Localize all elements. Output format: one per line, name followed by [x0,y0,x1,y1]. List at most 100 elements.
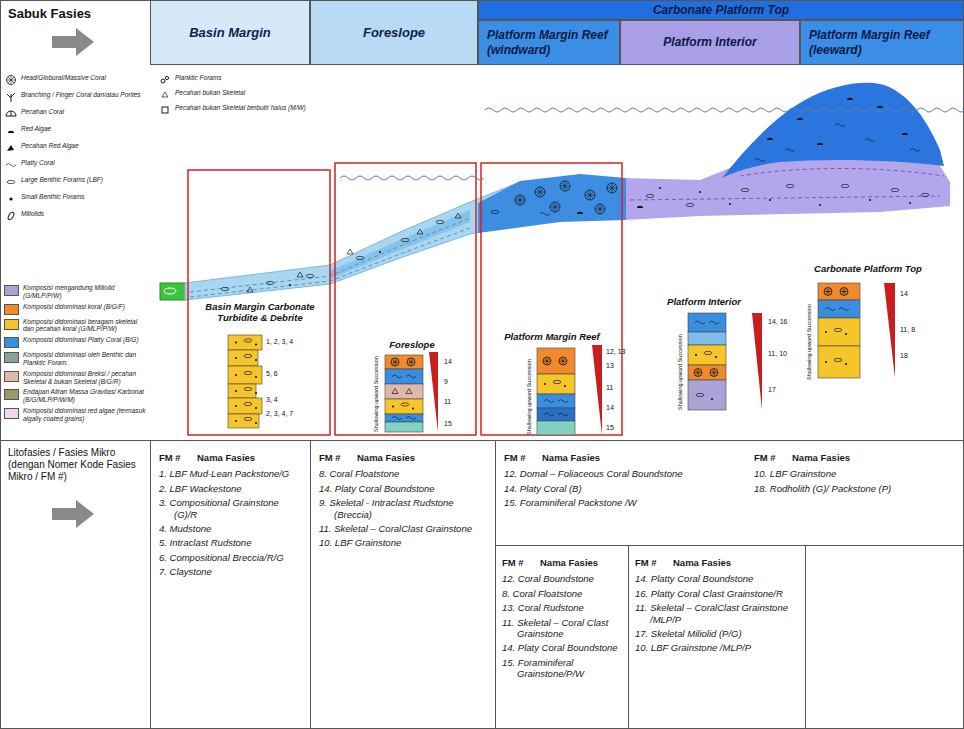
legend-swatch [4,371,19,382]
facies-number: 18 [900,352,940,360]
legend-text: Komposisi didominasi red algae (termasuk… [23,407,146,423]
mound-body [722,83,944,178]
succession-label: Shallowing upward Succession [677,334,683,410]
facies-item: 11. Skeletal – CoralClast Grainstone /ML… [635,602,799,625]
legend-item: Head/Globural/Massive Coral [4,74,146,86]
facies-item: 17. Skeletal Miliolid (P/G) [635,628,799,639]
bedding-line [740,169,944,177]
legend-text: Miliolids [21,210,145,218]
legend-text: Pecahan Coral [21,108,145,116]
facies-item: 15. Foraminiferal Packstone /W [504,497,736,508]
slope-body [185,182,520,300]
legend-text: Pecahan bukan Skeletal [175,89,325,97]
zone-name: Sabuk Fasies [8,6,142,22]
facies-table-cell: FM #Nama Fasies 14. Platty Coral Boundsto… [629,546,805,729]
legend-item: Branching / Finger Coral dan/atau Porite… [4,91,146,103]
legend-item: Pecahan Coral [4,108,146,120]
facies-table-cell: FM #Nama Fasies 12. Coral Boundstone 8. Co… [496,546,628,729]
facies-number: 14 [606,404,636,412]
column-header: Nama Fasies [792,452,850,463]
legend-text: Small Benthic Forams [21,193,145,201]
facies-item: 10. LBF Grainstone [319,537,487,548]
zone-title: Foreslope [370,340,454,351]
column-header: Nama Fasies [197,452,255,463]
zone-band: Carbonate Platform Top [478,0,964,20]
facies-item: 16. Platty Coral Clast Grainstone/R [635,588,799,599]
facies-number: 11, 8 [900,326,940,334]
legend-item: Komposisi didominasi Breksi / pecahan Sk… [4,370,146,386]
bedding-line [630,196,940,200]
legend-text: Komposisi didominasi koral (B/G/F) [23,303,146,311]
legend-swatch [4,352,19,363]
legend-symbol [158,104,172,116]
legend-item: Komposisi didominasi Platty Coral (B/G) [4,336,146,348]
facies-item: 2. LBF Wackestone [159,483,302,494]
basin-block [164,288,176,294]
succession-label: Shallowing upward Succession [526,359,532,435]
succession-label: Shallowing upward Succession [373,356,379,432]
facies-number: 14 [900,290,940,298]
legend-item: Red Algae [4,125,146,137]
legend-item: Small Benthic Forams [4,193,146,205]
zone-header: Platform Interior [620,20,800,65]
slope-band [330,210,470,279]
header-cell: Sabuk Fasies [0,0,150,65]
facies-number: 11, 10 [768,350,804,358]
facies-number: 15 [444,420,464,428]
facies-item: 1. LBF Mud-Lean Packstone/G [159,468,302,479]
facies-table-cell: FM #Nama Fasies10. LBF Grainstone18. Rod… [746,441,964,545]
zone-header: Basin Margin [150,0,310,65]
column-header: Nama Fasies [673,557,731,568]
facies-item: 18. Rodholith (G)/ Packstone (P) [754,483,956,494]
legend-symbol [158,74,172,86]
column-header: FM # [635,557,673,568]
facies-number: 9 [444,378,464,386]
facies-item: 10. LBF Grainstone /MLP/P [635,642,799,653]
legend-swatch [4,408,19,419]
legend-text: Head/Globural/Massive Coral [21,74,145,82]
legend-item: Pecahan bukan Skeletal berbutir halus (M… [158,104,326,116]
column-header: Nama Fasies [542,452,600,463]
legend-text: Branching / Finger Coral dan/atau Porite… [21,91,145,99]
legend-text: Red Algae [21,125,145,133]
zone-name: Basin Margin [157,25,303,41]
facies-item: 12. Coral Boundstone [502,573,622,584]
zone-header: Foreslope [310,0,478,65]
zone-name: Carbonate Platform Top [485,3,957,17]
legend-text: Komposisi didominasi Platty Coral (B/G) [23,336,146,344]
facies-number: 1, 2, 3, 4 [266,338,296,346]
legend-symbol [4,142,18,154]
legend-item: Pecahan Red Algae [4,142,146,154]
legend-symbol [4,125,18,137]
legend-swatch [4,285,19,296]
facies-item: 7. Claystone [159,566,302,577]
facies-item: 14. Platy Coral (B) [504,483,736,494]
column-header: FM # [502,557,540,568]
legend-symbol [4,210,18,222]
column-header: FM # [319,452,357,463]
legend-symbol [4,108,18,120]
facies-number: 12, 13 [606,348,636,356]
facies-number: 14 [444,358,464,366]
facies-table-cell: FM #Nama Fasies12. Domal – Foliaceous Co… [496,441,744,545]
facies-item: 14. Platty Coral Boundstone [635,573,799,584]
zone-title: Carbonate Platform Top [786,264,950,275]
facies-number: 13 [606,362,636,370]
facies-number: 5, 6 [266,370,296,378]
sea-surface [485,108,964,112]
table-grid [0,440,964,729]
facies-number: 3, 4 [266,396,296,404]
legend-item: Komposisi mengandung Miliolid (G/MLP/P/W… [4,284,146,300]
facies-item: 8. Coral Floatstone [502,588,622,599]
column-header: Nama Fasies [540,557,598,568]
facies-item: 14. Platy Coral Boundstone [319,483,487,494]
legend-text: Komposisi mengandung Miliolid (G/MLP/P/W… [23,284,146,300]
facies-item: 9. Skeletal - Intraclast Rudstone (Brecc… [319,497,487,520]
legend-symbol [4,159,18,171]
legend-item: Endapan Aliran Massa Gravitasi Karbonat … [4,388,146,404]
facies-item: 8. Coral Floatstone [319,468,487,479]
legend-symbol [4,176,18,188]
legend-text: Endapan Aliran Massa Gravitasi Karbonat … [23,388,146,404]
zone-name: Foreslope [317,25,471,41]
